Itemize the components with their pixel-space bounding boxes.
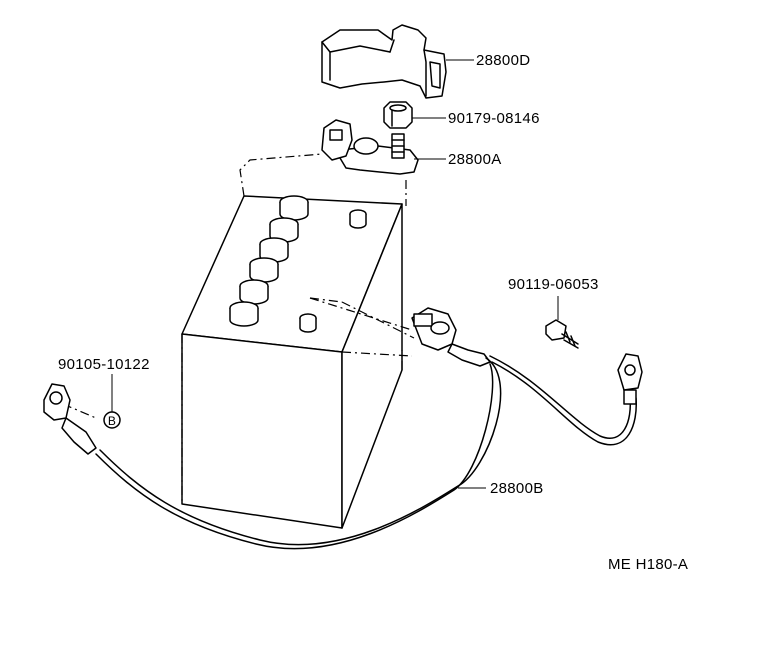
label-cable: 28800B [490, 480, 544, 497]
label-cover: 28800D [476, 52, 530, 69]
label-terminal: 28800A [448, 151, 502, 168]
negative-cable [43, 307, 643, 550]
label-figure-code: ME H180-A [608, 556, 688, 573]
terminal-cover [321, 24, 447, 99]
label-marker-b: B [108, 414, 116, 428]
cell-caps [229, 195, 309, 327]
label-bolt: 90119-06053 [508, 276, 599, 293]
battery [181, 195, 403, 529]
nut [383, 101, 413, 129]
bolt [545, 319, 579, 349]
label-bolt-b: 90105-10122 [58, 356, 150, 373]
label-nut: 90179-08146 [448, 110, 540, 127]
positive-terminal [321, 119, 419, 175]
